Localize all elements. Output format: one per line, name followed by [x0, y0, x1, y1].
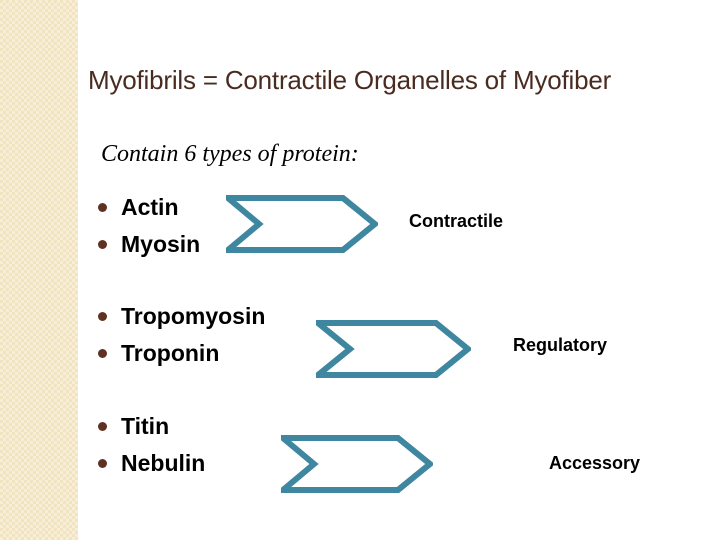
protein-label: Myosin	[121, 231, 201, 257]
category-label-contractile: Contractile	[409, 211, 504, 231]
chevron-right-arrow-icon	[226, 195, 378, 253]
protein-group-contractile: Actin Myosin	[98, 189, 200, 263]
protein-label: Actin	[121, 194, 179, 220]
chevron-right-arrow-icon	[316, 320, 471, 378]
category-label-regulatory: Regulatory	[513, 335, 608, 355]
decorative-side-band	[0, 0, 78, 540]
protein-label: Troponin	[121, 340, 220, 366]
bullet-dot-icon	[98, 422, 107, 431]
slide-subtitle: Contain 6 types of protein:	[101, 141, 359, 167]
protein-label: Tropomyosin	[121, 303, 266, 329]
protein-label: Nebulin	[121, 450, 206, 476]
protein-group-accessory: Titin Nebulin	[98, 408, 205, 482]
list-item: Troponin	[98, 335, 265, 372]
page-title: Myofibrils = Contractile Organelles of M…	[88, 65, 612, 95]
chevron-right-arrow-icon	[281, 435, 433, 493]
protein-label: Titin	[121, 413, 170, 439]
category-label-accessory: Accessory	[549, 453, 641, 473]
list-item: Titin	[98, 408, 205, 445]
protein-group-regulatory: Tropomyosin Troponin	[98, 298, 265, 372]
list-item: Myosin	[98, 226, 200, 263]
bullet-dot-icon	[98, 349, 107, 358]
list-item: Actin	[98, 189, 200, 226]
list-item: Nebulin	[98, 445, 205, 482]
list-item: Tropomyosin	[98, 298, 265, 335]
bullet-dot-icon	[98, 240, 107, 249]
bullet-dot-icon	[98, 312, 107, 321]
bullet-dot-icon	[98, 459, 107, 468]
bullet-dot-icon	[98, 203, 107, 212]
